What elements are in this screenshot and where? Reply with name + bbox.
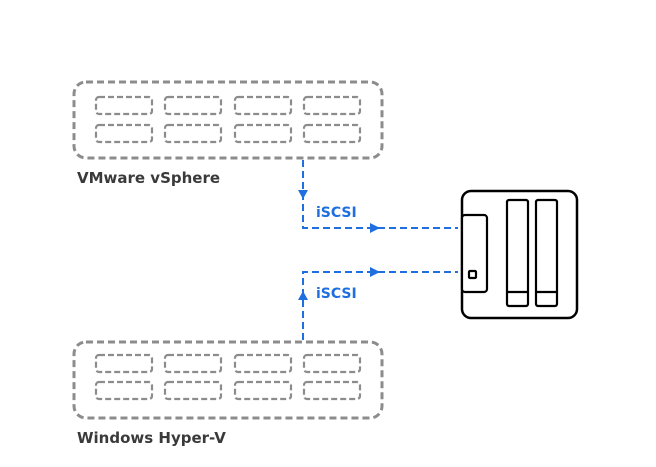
hyperv-link-line [302,271,458,340]
vmware-host-slots [94,95,362,144]
hyperv-iscsi-link: iSCSI [298,267,458,340]
server-slot [233,353,293,374]
arrow-right-icon [370,267,380,277]
hyperv-host-frame [72,340,384,420]
vmware-host-frame [72,80,384,160]
server-slot [94,95,154,116]
hyperv-host-slots [94,353,362,401]
server-slot [233,95,293,116]
vmware-iscsi-link: iSCSI [298,160,458,233]
server-slot [163,95,223,116]
server-slot [302,380,362,401]
hyperv-iscsi-label: iSCSI [316,286,357,302]
vmware-iscsi-label: iSCSI [316,205,357,221]
vmware-link-line [302,160,458,229]
server-slot [163,353,223,374]
nas-drive-bay [505,198,530,308]
hyperv-host-server: Windows Hyper-V [72,340,384,447]
server-slot [302,95,362,116]
nas-storage-icon [460,189,579,320]
server-slot [94,380,154,401]
vmware-host-label: VMware vSphere [77,169,220,187]
server-slot [302,123,362,144]
server-slot [233,123,293,144]
hyperv-host-label: Windows Hyper-V [77,429,226,447]
server-slot [163,380,223,401]
server-slot [94,353,154,374]
nas-front-panel [460,213,489,294]
arrow-right-icon [370,223,380,233]
arrow-down-icon [298,190,308,199]
server-slot [94,123,154,144]
server-slot [233,380,293,401]
arrow-up-icon [298,291,308,300]
nas-drive-bay [534,198,559,308]
vmware-host-server: VMware vSphere [72,80,384,187]
nas-status-button [467,269,478,280]
server-slot [163,123,223,144]
server-slot [302,353,362,374]
